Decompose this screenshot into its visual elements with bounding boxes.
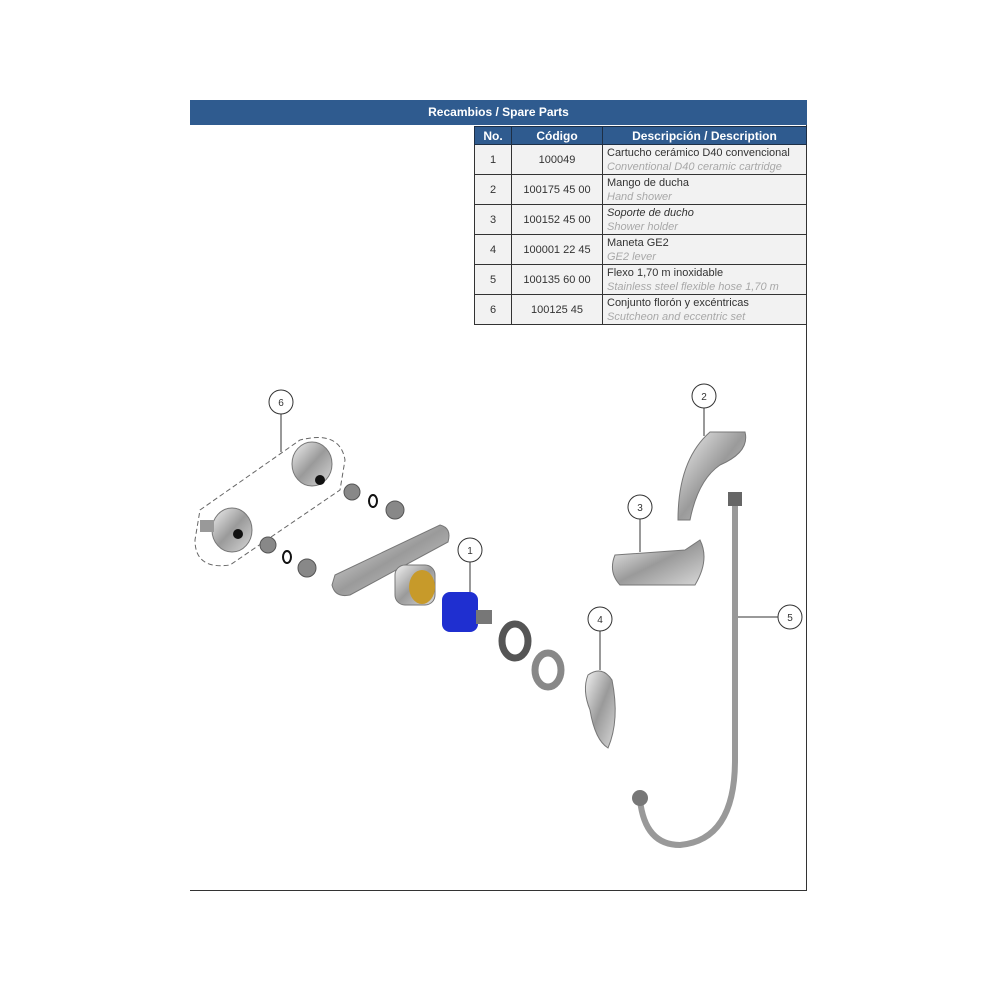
- table-row: 6 100125 45 Conjunto florón y excéntrica…: [474, 294, 807, 325]
- part-no: 5: [474, 264, 512, 295]
- description-en: Shower holder: [607, 220, 678, 233]
- callout-label: 3: [637, 503, 643, 514]
- description-es: Soporte de ducho: [607, 206, 694, 219]
- description-en: Scutcheon and eccentric set: [607, 310, 746, 323]
- valve-body: [331, 524, 450, 606]
- col-code: Código: [511, 126, 603, 145]
- callout-3: 3: [627, 494, 653, 520]
- lever: [584, 670, 616, 749]
- col-no: No.: [474, 126, 512, 145]
- page-frame: [190, 100, 807, 891]
- part-no: 3: [474, 204, 512, 235]
- shower-holder: [611, 539, 705, 586]
- callout-4: 4: [587, 606, 613, 632]
- spare-parts-table: No. Código Descripción / Description 1 1…: [474, 126, 807, 325]
- description-es: Maneta GE2: [607, 236, 669, 249]
- cartridge: [442, 592, 492, 632]
- callout-label: 5: [787, 613, 793, 624]
- part-no: 4: [474, 234, 512, 265]
- rings: [498, 620, 565, 691]
- callout-6: 6: [268, 389, 294, 415]
- part-code: 100125 45: [511, 294, 603, 325]
- part-code: 100152 45 00: [511, 204, 603, 235]
- callout-label: 2: [701, 392, 707, 403]
- callout-5: 5: [777, 604, 803, 630]
- hand-shower: [677, 431, 747, 521]
- description-es: Cartucho cerámico D40 convencional: [607, 146, 790, 159]
- col-desc: Descripción / Description: [602, 126, 807, 145]
- callout-label: 1: [467, 546, 473, 557]
- exploded-diagram: 1 2 3 4 5 6: [194, 383, 803, 849]
- description-es: Mango de ducha: [607, 176, 689, 189]
- description-en: Stainless steel flexible hose 1,70 m: [607, 280, 779, 293]
- callout-label: 6: [278, 398, 284, 409]
- description-es: Flexo 1,70 m inoxidable: [607, 266, 724, 279]
- table-row: 1 100049 Cartucho cerámico D40 convencio…: [474, 144, 807, 175]
- part-code: 100135 60 00: [511, 264, 603, 295]
- part-code: 100001 22 45: [511, 234, 603, 265]
- part-no: 2: [474, 174, 512, 205]
- description-es: Conjunto florón y excéntricas: [607, 296, 749, 309]
- callout-1: 1: [457, 537, 483, 563]
- part-code: 100175 45 00: [511, 174, 603, 205]
- description-en: Hand shower: [607, 190, 672, 203]
- escutcheon-set: [194, 437, 405, 578]
- part-no: 1: [474, 144, 512, 175]
- callout-2: 2: [691, 383, 717, 409]
- callout-label: 4: [597, 615, 603, 626]
- part-no: 6: [474, 294, 512, 325]
- flexible-hose: [637, 500, 738, 849]
- spare-parts-title: Recambios / Spare Parts: [190, 100, 807, 125]
- description-en: GE2 lever: [607, 250, 656, 263]
- part-code: 100049: [511, 144, 603, 175]
- description-en: Conventional D40 ceramic cartridge: [607, 160, 782, 173]
